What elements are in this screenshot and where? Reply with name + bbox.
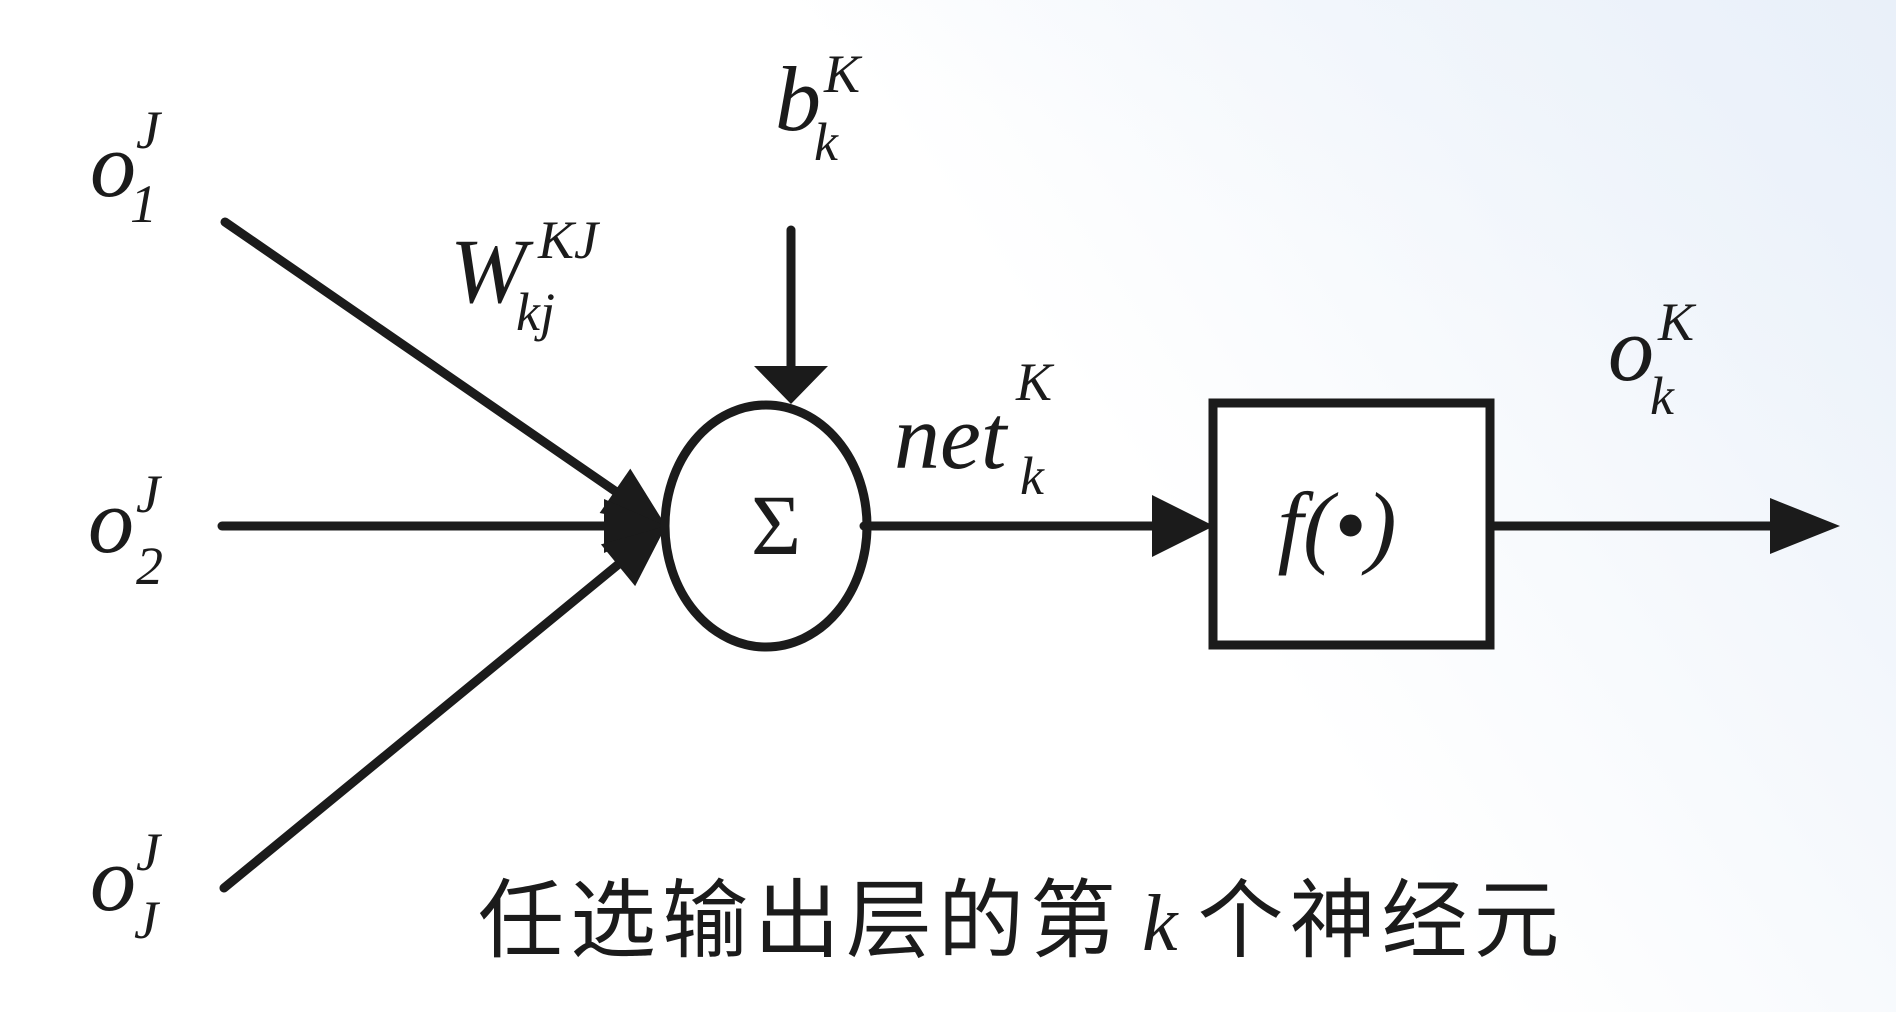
net-base: net	[894, 386, 1009, 488]
weight-sub: kj	[516, 282, 555, 342]
net-sub: k	[1020, 446, 1045, 506]
output-sup: K	[1657, 292, 1697, 352]
bias-sup: K	[823, 44, 863, 104]
caption-prefix: 任选输出层的第	[478, 873, 1122, 969]
input-o1-sub: 1	[130, 174, 157, 234]
bias-label: b K k	[775, 44, 863, 172]
weight-sup: KJ	[537, 210, 601, 270]
activation-input-arrowhead	[1152, 495, 1214, 557]
bias-sub: k	[814, 112, 839, 172]
output-label: o K k	[1608, 292, 1697, 426]
input-o2-sup: J	[136, 464, 163, 524]
input-o1-sup: J	[136, 100, 163, 160]
weight-label: W KJ kj	[450, 210, 601, 342]
bias-base: b	[775, 48, 821, 150]
caption-index-k: k	[1142, 880, 1179, 968]
input-o2-base: o	[88, 470, 134, 572]
caption-suffix: 个神经元	[1198, 873, 1566, 969]
input-label-o2: o J 2	[88, 464, 163, 596]
input-o1-base: o	[90, 114, 136, 216]
input-label-o1: o J 1	[90, 100, 163, 234]
input-arrowhead-3	[600, 526, 666, 587]
input-o2-sub: 2	[136, 536, 163, 596]
output-sub: k	[1650, 366, 1675, 426]
input-oJ-sup: J	[136, 822, 163, 882]
net-sup: K	[1015, 352, 1055, 412]
activation-function-label: f(•)	[1277, 474, 1396, 576]
sigma-symbol: Σ	[751, 477, 801, 573]
input-line-1	[220, 217, 620, 496]
input-label-oJ: o J J	[90, 822, 163, 950]
input-arrowheads	[599, 468, 666, 587]
net-input-label: net K k	[894, 352, 1055, 506]
input-line-3	[219, 558, 625, 893]
bias-arrowhead	[754, 366, 828, 404]
output-arrowhead	[1770, 498, 1840, 554]
output-base: o	[1608, 298, 1654, 400]
weight-base: W	[450, 220, 534, 322]
input-oJ-base: o	[90, 828, 136, 930]
input-oJ-sub: J	[134, 890, 161, 950]
